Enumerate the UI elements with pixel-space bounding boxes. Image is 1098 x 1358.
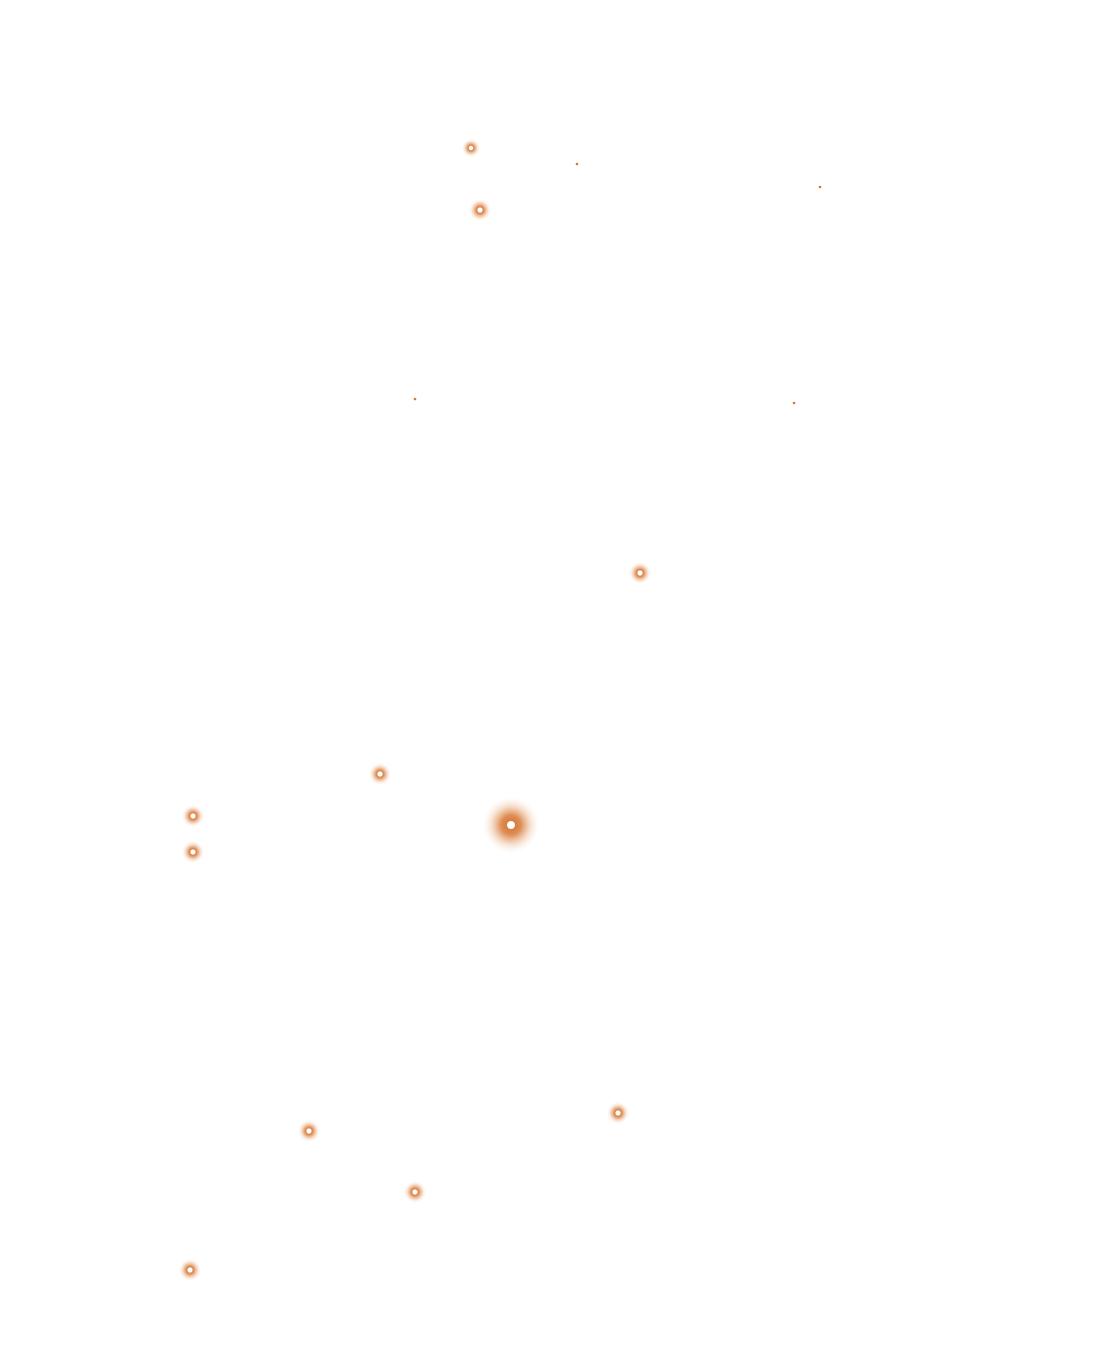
star-4: [469, 199, 491, 221]
star-2: [575, 162, 579, 166]
star-13: [298, 1120, 320, 1142]
star-1: [462, 139, 480, 157]
star-15: [179, 1259, 201, 1281]
star-6: [792, 401, 796, 405]
star-14: [404, 1181, 426, 1203]
star-3: [818, 185, 822, 189]
star-5: [413, 397, 417, 401]
star-12: [607, 1102, 629, 1124]
star-9: [483, 797, 539, 853]
star-7: [629, 562, 651, 584]
stars-layer: [179, 139, 822, 1281]
star-11: [182, 841, 204, 863]
star-10: [182, 805, 204, 827]
star-8: [369, 763, 391, 785]
